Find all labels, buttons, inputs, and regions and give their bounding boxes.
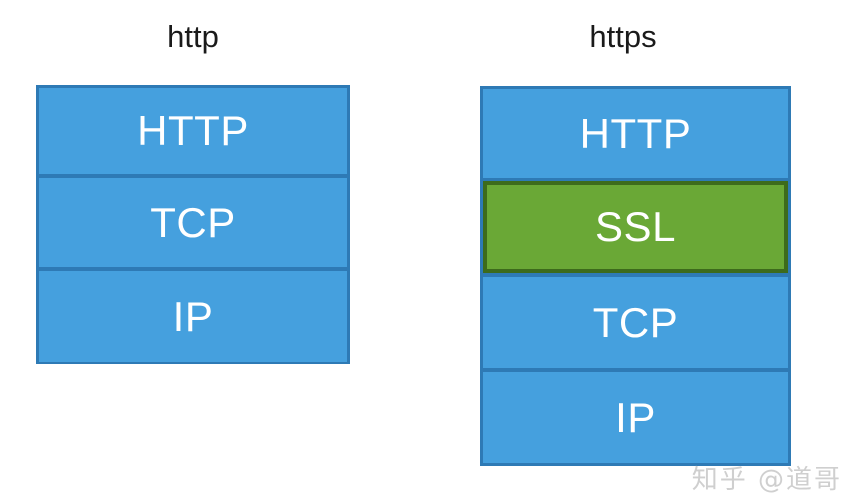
layer-http-ip: IP (39, 271, 347, 362)
column-title-https: https (589, 19, 657, 54)
layer-http-tcp: TCP (39, 178, 347, 267)
protocol-stack-http: HTTP TCP IP (36, 85, 350, 364)
column-title-http: http (167, 19, 219, 54)
watermark: 知乎 @道哥 (691, 465, 842, 495)
layer-http-http: HTTP (39, 88, 347, 174)
layer-https-tcp: TCP (483, 277, 788, 368)
protocol-stack-https: HTTP SSL TCP IP (480, 86, 791, 466)
layer-https-ssl: SSL (483, 181, 788, 273)
layer-https-ip: IP (483, 372, 788, 463)
layer-https-http: HTTP (483, 89, 788, 178)
